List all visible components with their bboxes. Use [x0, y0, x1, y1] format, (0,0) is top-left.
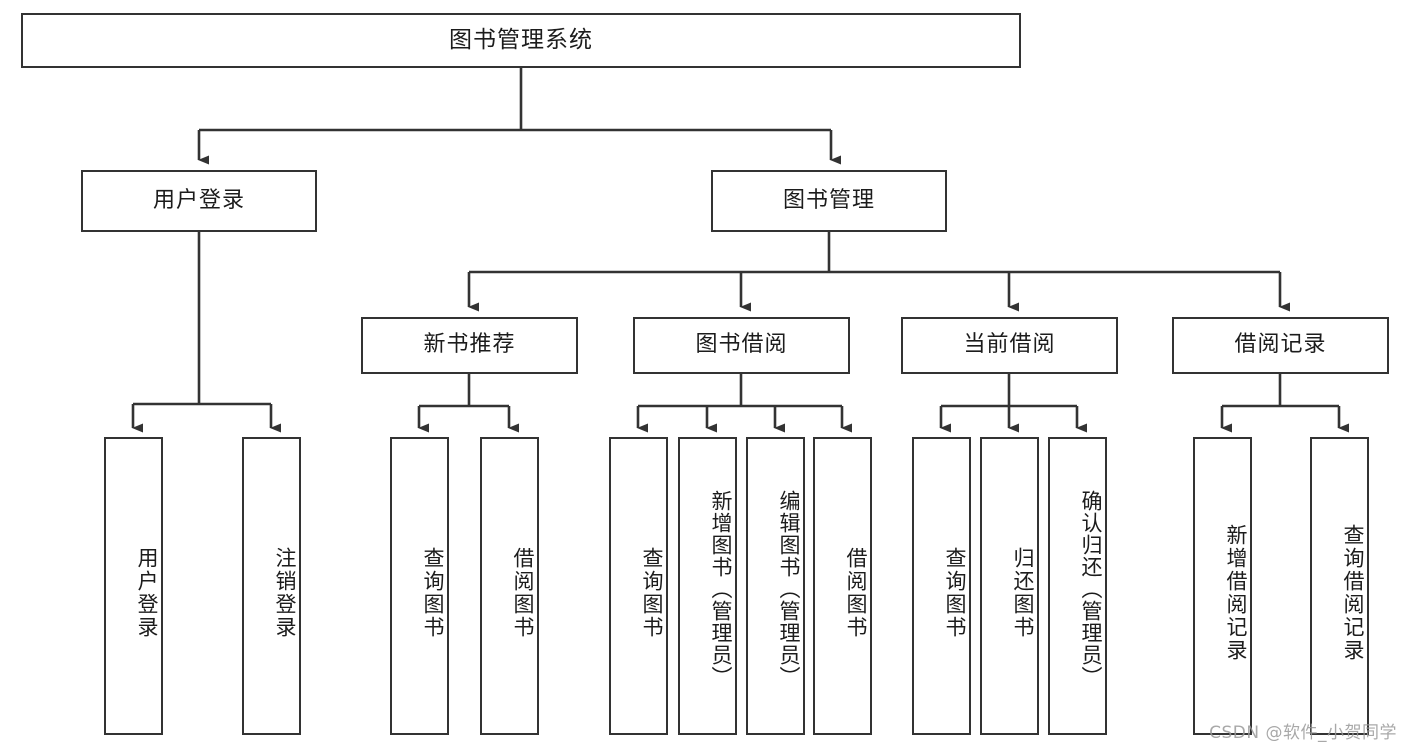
leaf-recommend-borrow-book[interactable]: 借阅图书 [480, 437, 539, 735]
node-label: 图书借阅 [695, 332, 788, 358]
leaf-current-confirm-return[interactable]: 确认归还（管理员） [1048, 437, 1107, 735]
node-label: 新书推荐 [423, 332, 516, 358]
node-label: 借阅图书 [511, 547, 535, 639]
node-label: 用户登录 [152, 187, 245, 213]
node-label: 图书管理 [782, 187, 875, 213]
leaf-recommend-query-book[interactable]: 查询图书 [390, 437, 449, 735]
node-label: 新增借阅记录 [1224, 524, 1248, 662]
leaf-borrow-borrow-book[interactable]: 借阅图书 [813, 437, 872, 735]
leaf-record-query-record[interactable]: 查询借阅记录 [1310, 437, 1369, 735]
node-label: 查询图书 [640, 547, 664, 639]
leaf-borrow-add-book[interactable]: 新增图书（管理员） [678, 437, 737, 735]
node-user-login[interactable]: 用户登录 [81, 170, 317, 232]
node-label: 查询借阅记录 [1341, 524, 1365, 662]
leaf-current-query-book[interactable]: 查询图书 [912, 437, 971, 735]
csdn-watermark: CSDN @软件_小贺同学 [1209, 723, 1397, 743]
leaf-borrow-query-book[interactable]: 查询图书 [609, 437, 668, 735]
node-label: 借阅图书 [844, 547, 868, 639]
node-book-management[interactable]: 图书管理 [711, 170, 947, 232]
node-label: 用户登录 [135, 547, 159, 639]
node-new-book-recommend[interactable]: 新书推荐 [361, 317, 578, 374]
node-label: 确认归还（管理员） [1079, 490, 1103, 688]
leaf-record-add-record[interactable]: 新增借阅记录 [1193, 437, 1252, 735]
leaf-current-return-book[interactable]: 归还图书 [980, 437, 1039, 735]
node-borrow-record[interactable]: 借阅记录 [1172, 317, 1389, 374]
leaf-borrow-edit-book[interactable]: 编辑图书（管理员） [746, 437, 805, 735]
node-label: 注销登录 [273, 547, 297, 639]
node-label: 归还图书 [1011, 547, 1035, 639]
node-label: 新增图书（管理员） [709, 490, 733, 688]
node-label: 查询图书 [421, 547, 445, 639]
node-label: 图书管理系统 [449, 26, 593, 53]
node-label: 当前借阅 [963, 332, 1056, 358]
node-current-borrow[interactable]: 当前借阅 [901, 317, 1118, 374]
node-book-borrow[interactable]: 图书借阅 [633, 317, 850, 374]
leaf-user-login-logout[interactable]: 注销登录 [242, 437, 301, 735]
node-label: 编辑图书（管理员） [777, 490, 801, 688]
node-label: 借阅记录 [1234, 332, 1327, 358]
node-root-system[interactable]: 图书管理系统 [21, 13, 1021, 68]
leaf-user-login-login[interactable]: 用户登录 [104, 437, 163, 735]
node-label: 查询图书 [943, 547, 967, 639]
